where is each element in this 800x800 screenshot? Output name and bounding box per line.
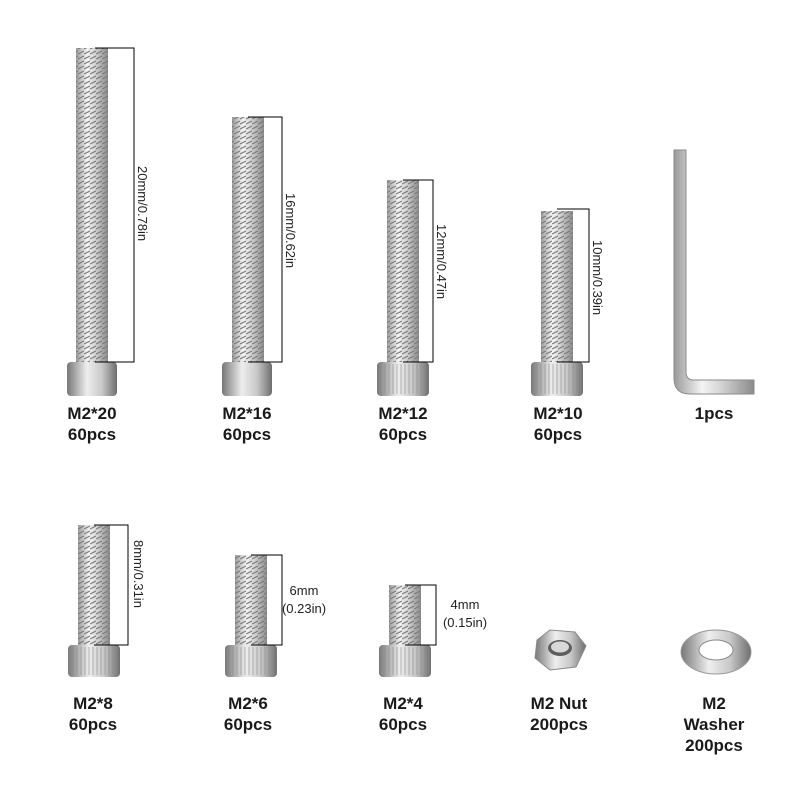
item-name: M2*6 (228, 694, 268, 713)
item-qty: 60pcs (533, 425, 583, 444)
screw-m2-10 (531, 208, 590, 396)
item-qty: 60pcs (223, 715, 273, 734)
dimension-label: 12mm/0.47in (434, 224, 449, 300)
item-name: M2 (702, 694, 726, 713)
dimension-bracket (403, 179, 434, 363)
dimension-mm: 6mm (289, 583, 319, 598)
item-label: M2*20 60pcs (37, 403, 147, 445)
item-label: M2 Washer 200pcs (659, 693, 769, 756)
screw-m2-8 (68, 524, 129, 677)
dimension-bracket (251, 554, 283, 646)
dimension-bracket (557, 208, 590, 363)
screw-m2-6 (225, 554, 283, 677)
item-name: M2 Nut (530, 694, 588, 713)
dimension-label: 10mm/0.39in (590, 240, 605, 316)
item-label: M2*4 60pcs (348, 693, 458, 735)
item-label: M2*8 60pcs (38, 693, 148, 735)
item-qty: 60pcs (222, 425, 272, 444)
dimension-in: (0.15in) (442, 615, 488, 630)
dimension-in: (0.23in) (281, 601, 327, 616)
item-name: M2*4 (383, 694, 423, 713)
item-name-line2: Washer (683, 715, 745, 734)
item-label: 1pcs (659, 403, 769, 424)
screw-m2-16 (222, 116, 283, 396)
item-label: M2*6 60pcs (193, 693, 303, 735)
item-qty: 60pcs (67, 425, 117, 444)
item-name: M2*8 (73, 694, 113, 713)
dimension-bracket (248, 116, 283, 363)
item-qty: 60pcs (378, 715, 428, 734)
item-qty: 60pcs (378, 425, 428, 444)
dimension-label: 4mm (0.15in) (436, 596, 494, 632)
dimension-label: 16mm/0.62in (283, 193, 298, 269)
dimension-label: 6mm (0.23in) (276, 582, 332, 618)
item-name: M2*10 (533, 404, 583, 423)
item-label: M2*12 60pcs (348, 403, 458, 445)
item-label: M2 Nut 200pcs (504, 693, 614, 735)
dimension-label: 20mm/0.78in (135, 166, 150, 242)
item-qty: 200pcs (530, 715, 588, 734)
washer-icon (680, 629, 752, 675)
dimension-bracket (94, 524, 129, 646)
item-qty: 200pcs (685, 736, 743, 755)
item-name: M2*20 (67, 404, 117, 423)
dimension-bracket (95, 47, 135, 363)
item-name: M2*16 (222, 404, 272, 423)
nut-icon (534, 629, 587, 671)
screw-m2-20 (67, 47, 135, 396)
item-label: M2*10 60pcs (503, 403, 613, 445)
item-name: M2*12 (378, 404, 428, 423)
item-qty: 60pcs (68, 715, 118, 734)
dimension-bracket (405, 584, 437, 646)
item-label: M2*16 60pcs (192, 403, 302, 445)
hex-key (673, 149, 755, 395)
item-qty: 1pcs (694, 404, 734, 423)
screw-m2-12 (377, 179, 434, 396)
dimension-label: 8mm/0.31in (131, 540, 146, 608)
screw-m2-4 (379, 584, 437, 677)
dimension-mm: 4mm (450, 597, 480, 612)
